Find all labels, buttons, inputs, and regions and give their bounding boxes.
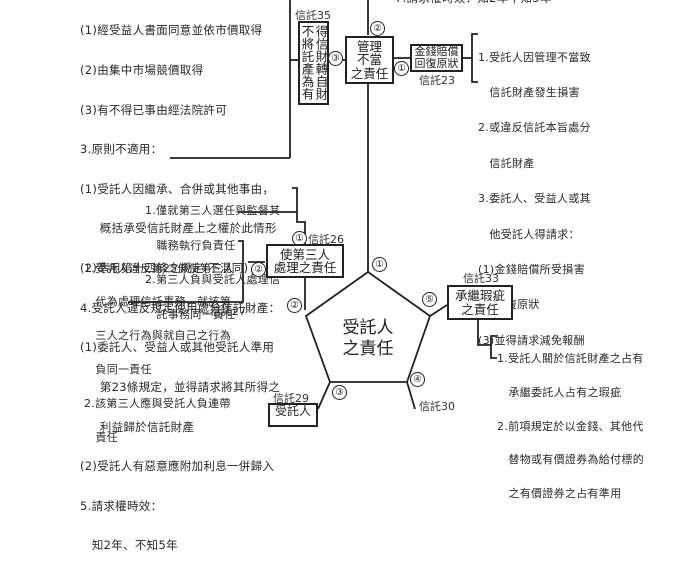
ref-trust-33: 信託33 <box>463 272 499 285</box>
box-line: 處理之責任 <box>273 260 337 275</box>
text-line: 職務執行負責任 <box>145 238 236 252</box>
box-line: 回復原狀 <box>414 57 459 70</box>
vertex-circle-3: ③ <box>332 385 347 400</box>
text-line: 2.前項規定於以金錢、其他代 <box>497 419 644 433</box>
text-line: 2.第三人負與受託人處理信 <box>145 273 281 286</box>
box-line: 之責任 <box>461 301 499 317</box>
text-line: 1.受託人因管理不當致 <box>478 50 591 64</box>
text-line: 3.委託人、受益人或其 <box>478 192 591 206</box>
text-line: 第23條規定，並得請求將其所得之 <box>80 379 281 394</box>
mismanagement-liability-box: 管理 不當 之責任 <box>345 36 394 84</box>
ref-trust-30: 信託30 <box>419 400 455 413</box>
text-line: 2.該第三人應與受託人負連帶 <box>84 397 231 411</box>
text-line: 之有價證券之占有準用 <box>497 486 622 500</box>
circle-number-2: ② <box>251 262 266 277</box>
vertex-circle-1: ① <box>372 257 387 272</box>
compensation-restore-box: 金錢賠償 回復原狀 <box>410 44 463 72</box>
text-line: 1.受託人違反第25條使第三人 <box>84 261 234 275</box>
inherited-defect-box: 承繼瑕疵 之責任 <box>447 285 513 320</box>
circle-number-3: ③ <box>328 51 343 66</box>
box-line: 管理 <box>356 39 382 55</box>
text-line: (2)由集中市場競價取得 <box>80 63 204 78</box>
box-line: 承繼瑕疵 <box>454 288 505 304</box>
text-line: (2)準用第十四條之規定(不混同) <box>80 261 249 276</box>
text-line: 概括承受信託財產上之權於此情形 <box>80 221 277 236</box>
box-line: 使第三人 <box>279 246 330 262</box>
center-line: 受託人 <box>342 318 394 338</box>
vertical-col-right: 得信財轉自財 <box>313 25 329 100</box>
circle-number-2: ② <box>370 21 385 36</box>
text-line: (1)經受益人書面同意並依市價取得 <box>80 23 263 38</box>
text-line: 信託財產發生損害 <box>478 85 580 99</box>
vertical-col-left: 不將託產為有 <box>299 25 315 100</box>
ref-trust-26: 信託26 <box>308 233 344 246</box>
box-line: 不當 <box>356 52 382 68</box>
text-line: 1.僅就第三人選任與監督其 <box>145 204 281 217</box>
text-line: (1)受託人因繼承、合併或其他事由， <box>80 181 275 196</box>
circle-number-1: ① <box>394 61 409 76</box>
ref-trust-29: 信託29 <box>273 392 309 405</box>
vertex-circle-2: ② <box>287 298 302 313</box>
vertex-circle-5: ⑤ <box>422 292 437 307</box>
box-line: 受託人 <box>274 404 311 418</box>
text-line: 5.請求權時效： <box>80 498 163 513</box>
text-line: (1)金錢賠償所受損害 <box>478 262 585 276</box>
trustee-liability-diagram: 7.請求權時效：知2年不知5年 (1)經受益人書面同意並依市價取得 (2)由集中… <box>80 0 644 552</box>
text-line: 4.受託人違反規定使用處分信託財產： <box>80 300 281 315</box>
text-line: 代為處理信託事務，就該第 <box>84 295 231 309</box>
text-line: 1.受託人關於信託財產之占有 <box>497 352 644 366</box>
text-line: (3)並得請求減免報酬 <box>478 333 585 347</box>
third-party-upper-text-block: 1.僅就第三人選任與監督其 職務執行負責任 2.第三人負與受託人處理信 託事務同… <box>145 182 280 343</box>
text-line: 2.或違反信託本旨處分 <box>478 121 591 135</box>
box-line: 金錢賠償 <box>414 45 459 59</box>
no-conversion-box: 得信財轉自財 不將託產為有 <box>298 21 329 105</box>
text-line: 託事務同一責任 <box>145 307 236 321</box>
statute-limitation-partial: 7.請求權時效：知2年不知5年 <box>395 0 552 5</box>
text-line: 責任 <box>84 431 118 445</box>
text-line: 他受託人得請求： <box>478 227 580 241</box>
vertex-circle-4: ④ <box>410 372 425 387</box>
third-party-handling-box: 使第三人 處理之責任 <box>266 244 344 278</box>
text-line: (3)有不得已事由經法院許可 <box>80 102 227 117</box>
trustee-liability-center: 受託人 之責任 <box>338 318 398 360</box>
text-line: 三人之行為與就自己之行為 <box>84 329 231 343</box>
text-line: 知2年、不知5年 <box>80 538 178 553</box>
text-line: 信託財產 <box>478 156 535 170</box>
text-line: 替物或有價證券為給付標的 <box>497 453 644 467</box>
text-line: (1)委託人、受益人或其他受託人準用 <box>80 340 275 355</box>
box-line: 之責任 <box>350 65 389 81</box>
ref-trust-35: 信託35 <box>295 9 331 22</box>
third-party-lower-text-block: 1.受託人違反第25條使第三人 代為處理信託事務，就該第 三人之行為與就自己之行… <box>84 240 234 466</box>
bottom-left-box-partial: 受託人 <box>268 403 318 427</box>
ref-trust-27: 信託27 <box>210 305 246 318</box>
ref-trust-23: 信託23 <box>419 74 455 87</box>
text-line: 3.原則不適用： <box>80 142 163 157</box>
text-line: 承繼委託人占有之瑕疵 <box>497 386 622 400</box>
text-line: 負同一責任 <box>84 363 152 377</box>
center-line: 之責任 <box>342 339 394 359</box>
inherited-defect-text-block: 1.受託人關於信託財產之占有 承繼委託人占有之瑕疵 2.前項規定於以金錢、其他代… <box>497 331 644 521</box>
